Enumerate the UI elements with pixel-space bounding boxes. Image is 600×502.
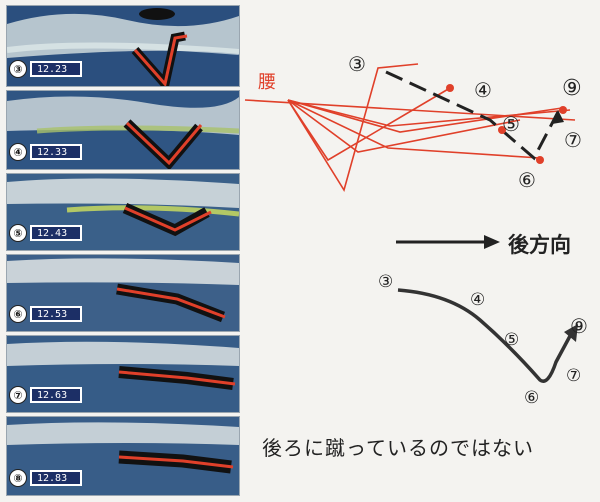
frame-number: ⑥ (9, 305, 27, 323)
frame-number: ⑦ (9, 386, 27, 404)
frame-number: ⑧ (9, 469, 27, 487)
frame-number: ④ (9, 143, 27, 161)
frame-number: ③ (9, 60, 27, 78)
frame-timestamp: 12.43 (30, 225, 82, 241)
leg-trajectory-diagram (244, 63, 576, 192)
frame-timestamp: 12.63 (30, 387, 82, 403)
frame-timestamp: 12.23 (30, 61, 82, 77)
foot-point-6 (536, 156, 544, 164)
frame-2-image (7, 91, 239, 169)
hip-label: 腰 (258, 72, 276, 93)
caption: 後ろに蹴っているのではない (262, 436, 534, 460)
curve-marker-4: ④ (470, 290, 486, 310)
foot-point-5 (498, 126, 506, 134)
curve-marker-7: ⑦ (566, 366, 582, 386)
marker-5: ⑤ (502, 112, 520, 136)
frame-timestamp: 12.53 (30, 306, 82, 322)
foot-trajectory-curve (397, 288, 578, 383)
curve-marker-3: ③ (378, 272, 394, 292)
frame-timestamp: 12.83 (30, 470, 82, 486)
frame-4-image (7, 255, 239, 331)
marker-9: ⑨ (562, 76, 582, 101)
backward-direction-arrow (396, 235, 500, 249)
frame-6-image (7, 417, 239, 495)
direction-label: 後方向 (508, 233, 571, 257)
curve-marker-6: ⑥ (524, 388, 540, 408)
marker-3: ③ (348, 52, 366, 76)
stick-lines (244, 63, 576, 192)
frame-timestamp: 12.33 (30, 144, 82, 160)
curve-marker-5: ⑤ (504, 330, 520, 350)
marker-7: ⑦ (564, 128, 582, 152)
marker-6: ⑥ (518, 168, 536, 192)
arrowhead (552, 110, 564, 124)
foot-point-4 (446, 84, 454, 92)
foot-point-9 (559, 106, 567, 114)
frame-number: ⑤ (9, 224, 27, 242)
curve-marker-9: ⑨ (570, 314, 588, 338)
marker-4: ④ (474, 78, 492, 102)
foot-path-dashed (385, 70, 560, 161)
